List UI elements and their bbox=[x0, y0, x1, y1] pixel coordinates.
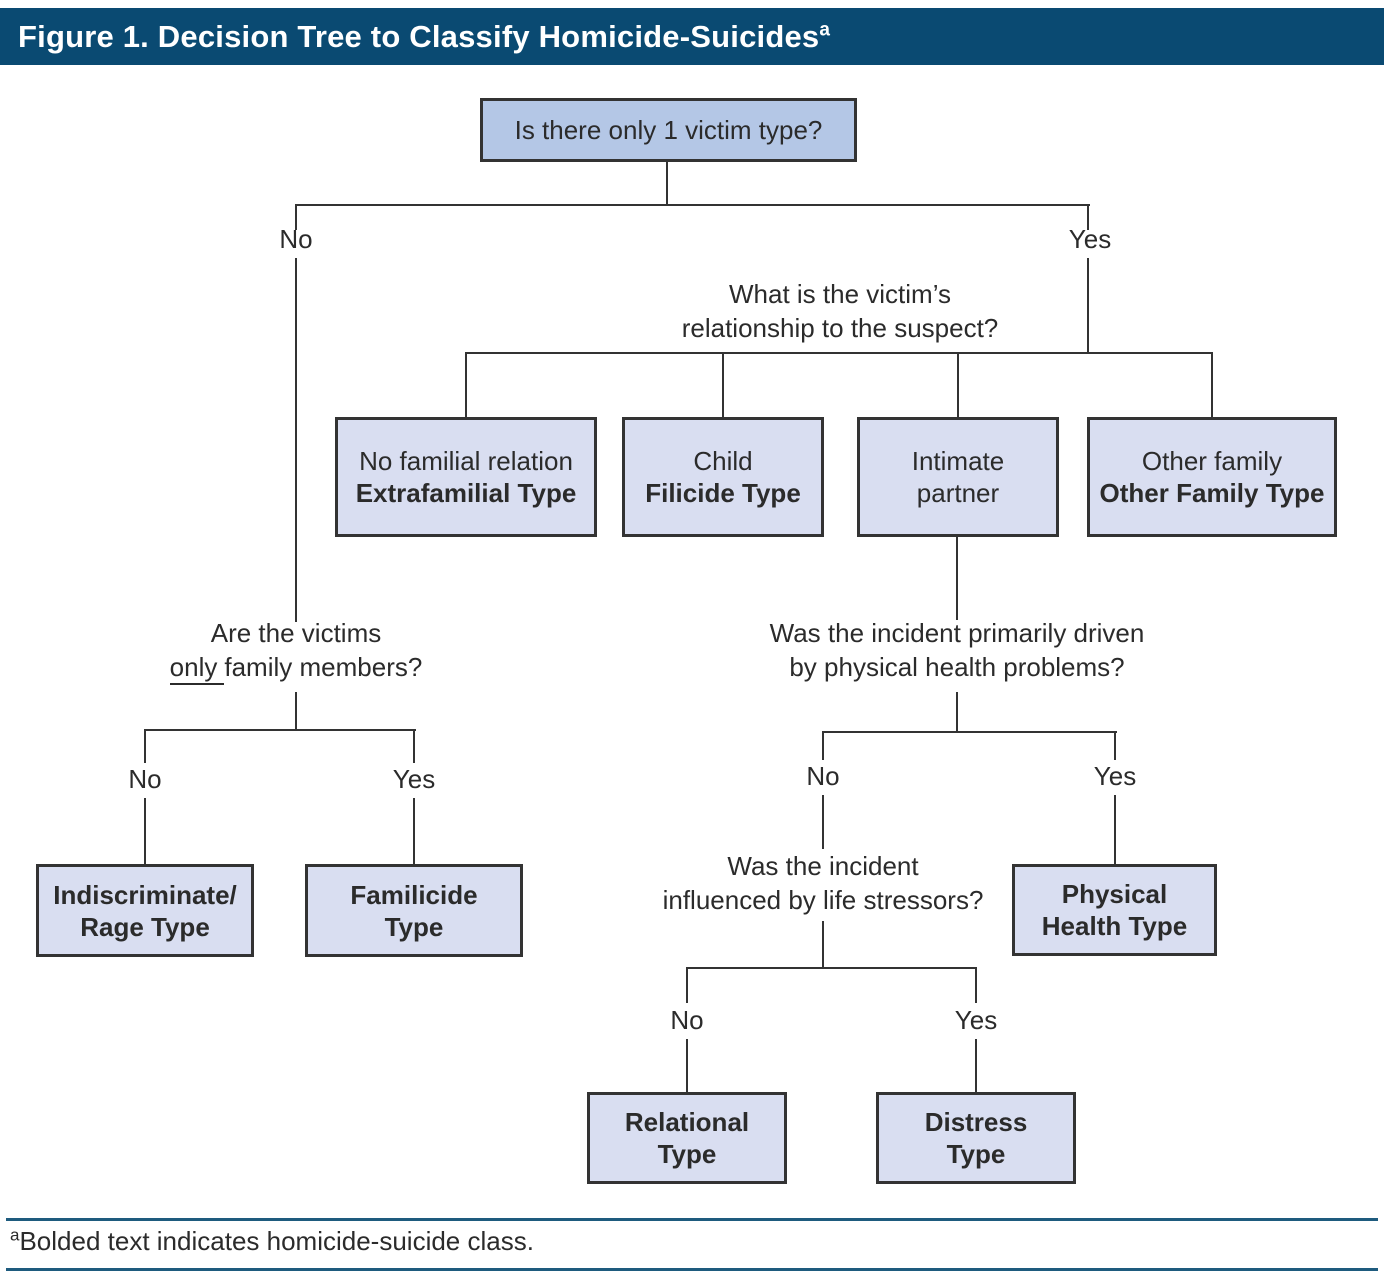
question-stressors-line2: influenced by life stressors? bbox=[662, 885, 984, 915]
question-only-family-line2: family members? bbox=[224, 652, 423, 682]
footnote-text: Bolded text indicates homicide-suicide c… bbox=[19, 1226, 534, 1256]
connector-line bbox=[145, 729, 416, 731]
connector-line bbox=[822, 795, 824, 849]
question-only-family-line1: Are the victims bbox=[210, 618, 382, 648]
node-physical-health-type: Physical Health Type bbox=[1012, 864, 1217, 956]
connector-line bbox=[822, 921, 824, 968]
connector-line bbox=[822, 731, 824, 760]
filicide-label: Child bbox=[693, 446, 753, 476]
familicide-line1: Familicide bbox=[350, 879, 478, 910]
connector-line bbox=[1114, 795, 1116, 864]
relational-line2: Type bbox=[657, 1139, 717, 1169]
node-relational-type: Relational Type bbox=[587, 1092, 787, 1184]
connector-line bbox=[975, 1039, 977, 1092]
footnote-superscript: a bbox=[10, 1225, 20, 1245]
extrafamilial-class: Extrafamilial Type bbox=[355, 478, 577, 508]
question-life-stressors: Was the incident influenced by life stre… bbox=[623, 849, 1023, 917]
connector-line bbox=[1114, 731, 1116, 760]
connector-line bbox=[687, 967, 977, 969]
connector-line bbox=[144, 798, 146, 864]
connector-line bbox=[957, 352, 959, 417]
footnote-rule-bottom bbox=[6, 1268, 1378, 1271]
branch-label-no: No bbox=[279, 224, 313, 254]
connector-line bbox=[466, 352, 1213, 354]
connector-line bbox=[666, 162, 668, 205]
question-stressors-line1: Was the incident bbox=[727, 851, 919, 881]
question-relationship-line1: What is the victim’s bbox=[728, 279, 951, 309]
question-physical-line2: by physical health problems? bbox=[789, 652, 1125, 682]
node-indiscriminate-rage-type: Indiscriminate/ Rage Type bbox=[36, 864, 254, 957]
branch-label-yes: Yes bbox=[392, 764, 436, 794]
question-relationship-line2: relationship to the suspect? bbox=[681, 313, 999, 343]
indiscriminate-line1: Indiscriminate/ bbox=[53, 879, 237, 910]
connector-line bbox=[295, 692, 297, 731]
branch-label-yes: Yes bbox=[954, 1005, 998, 1035]
filicide-class: Filicide Type bbox=[645, 478, 801, 508]
question-only-family-underlined: only bbox=[169, 652, 225, 685]
physical-health-line1: Physical bbox=[1061, 879, 1168, 909]
connector-line bbox=[1087, 204, 1089, 230]
physical-health-line2: Health Type bbox=[1041, 911, 1188, 941]
branch-label-no: No bbox=[806, 761, 840, 791]
extrafamilial-label: No familial relation bbox=[359, 446, 573, 476]
connector-line bbox=[413, 729, 415, 763]
question-physical-health: Was the incident primarily driven by phy… bbox=[707, 616, 1207, 684]
node-other-family-type: Other family Other Family Type bbox=[1087, 417, 1337, 537]
root-question-text: Is there only 1 victim type? bbox=[514, 115, 823, 145]
figure-title: Figure 1. Decision Tree to Classify Homi… bbox=[0, 19, 830, 55]
node-filicide-type: Child Filicide Type bbox=[622, 417, 824, 537]
branch-label-yes: Yes bbox=[1068, 224, 1112, 254]
connector-line bbox=[144, 729, 146, 763]
indiscriminate-line2: Rage Type bbox=[80, 911, 210, 942]
footnote: aBolded text indicates homicide-suicide … bbox=[10, 1226, 534, 1257]
question-relationship: What is the victim’s relationship to the… bbox=[630, 277, 1050, 345]
connector-line bbox=[686, 1039, 688, 1092]
connector-line bbox=[1087, 258, 1089, 354]
connector-line bbox=[823, 731, 1117, 733]
distress-line1: Distress bbox=[924, 1107, 1028, 1137]
intimate-partner-line2: partner bbox=[916, 478, 1000, 508]
node-distress-type: Distress Type bbox=[876, 1092, 1076, 1184]
connector-line bbox=[296, 204, 1090, 206]
node-extrafamilial-type: No familial relation Extrafamilial Type bbox=[335, 417, 597, 537]
footnote-rule-top bbox=[6, 1218, 1378, 1221]
branch-label-yes: Yes bbox=[1093, 761, 1137, 791]
relational-line1: Relational bbox=[624, 1107, 750, 1137]
distress-line2: Type bbox=[946, 1139, 1006, 1169]
connector-line bbox=[975, 967, 977, 1003]
question-physical-line1: Was the incident primarily driven bbox=[769, 618, 1145, 648]
figure-title-text: Figure 1. Decision Tree to Classify Homi… bbox=[18, 18, 820, 54]
other-family-class: Other Family Type bbox=[1099, 478, 1325, 508]
connector-line bbox=[722, 352, 724, 417]
connector-line bbox=[956, 692, 958, 733]
node-intimate-partner: Intimate partner bbox=[857, 417, 1059, 537]
connector-line bbox=[686, 967, 688, 1003]
connector-line bbox=[295, 258, 297, 622]
connector-line bbox=[956, 537, 958, 620]
figure-title-superscript: a bbox=[819, 19, 831, 41]
branch-label-no: No bbox=[670, 1005, 704, 1035]
figure-title-bar: Figure 1. Decision Tree to Classify Homi… bbox=[0, 8, 1384, 65]
familicide-line2: Type bbox=[384, 911, 444, 942]
intimate-partner-line1: Intimate bbox=[911, 446, 1005, 476]
node-root-question: Is there only 1 victim type? bbox=[480, 98, 857, 162]
connector-line bbox=[413, 798, 415, 864]
node-familicide-type: Familicide Type bbox=[305, 864, 523, 957]
other-family-label: Other family bbox=[1141, 446, 1283, 476]
connector-line bbox=[465, 352, 467, 417]
branch-label-no: No bbox=[128, 764, 162, 794]
connector-line bbox=[1211, 352, 1213, 417]
connector-line bbox=[295, 204, 297, 230]
